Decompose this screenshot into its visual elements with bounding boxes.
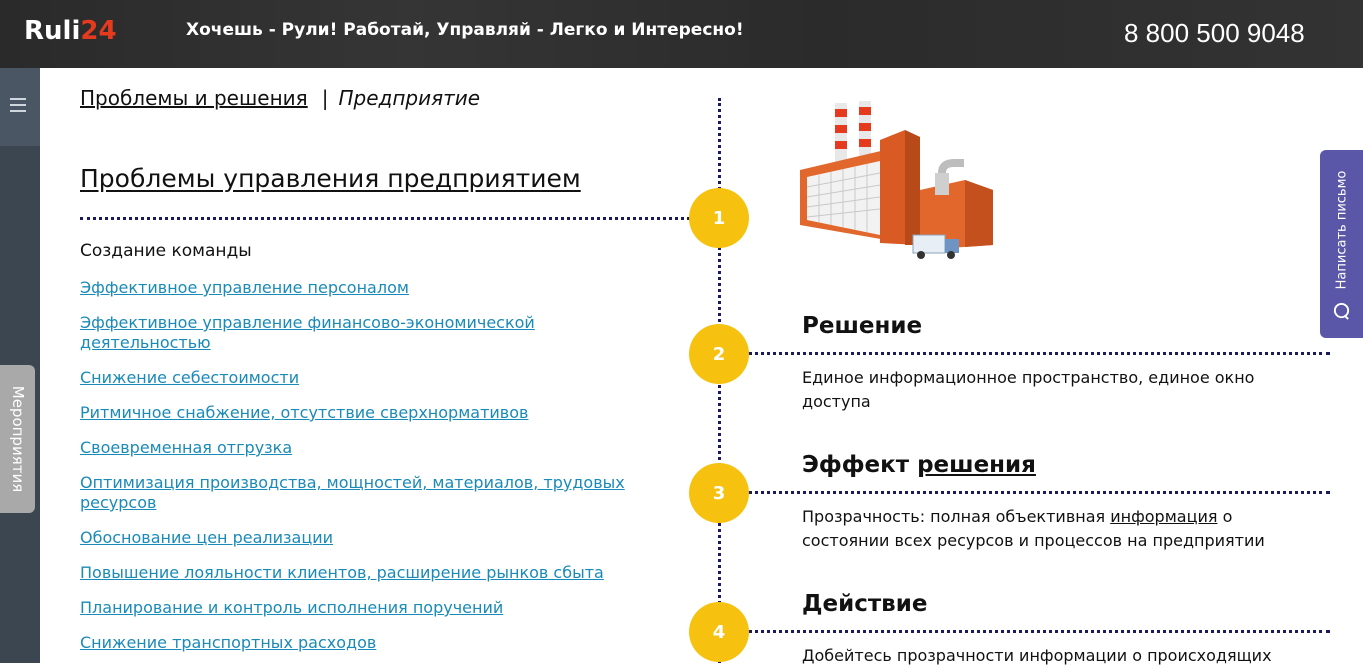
section-label: Создание команды (80, 241, 252, 261)
logo[interactable]: Ruli24 (24, 16, 117, 46)
events-tab-label: Мероприятия (8, 385, 27, 493)
effect-divider (748, 491, 1330, 494)
effect-text-part-2: о состоянии всех ресурсов и процессов на… (802, 507, 1265, 550)
step-circle-2: 2 (689, 324, 749, 384)
effect-title: Эффект решения (802, 452, 1036, 478)
problem-links-list: Эффективное управление персоналом Эффект… (80, 278, 680, 668)
effect-text-link[interactable]: информация (1110, 507, 1218, 526)
effect-text: Прозрачность: полная объективная информа… (802, 505, 1292, 553)
hamburger-icon[interactable] (10, 98, 26, 112)
problem-link[interactable]: Эффективное управление персоналом (80, 278, 409, 297)
page-title: Проблемы управления предприятием (80, 164, 581, 193)
action-text: Добейтесь прозрачности информации о прои… (802, 646, 1272, 665)
solution-title: Решение (802, 313, 923, 339)
write-letter-label: Написать письмо (1334, 170, 1349, 290)
problem-link[interactable]: Планирование и контроль исполнения поруч… (80, 598, 504, 617)
problem-link[interactable]: Ритмичное снабжение, отсутствие сверхнор… (80, 403, 529, 422)
logo-accent: 24 (80, 16, 117, 46)
problem-link[interactable]: Обоснование цен реализации (80, 528, 334, 547)
problem-link[interactable]: Повышение лояльности клиентов, расширени… (80, 563, 604, 582)
effect-text-part-1: Прозрачность: полная объективная (802, 507, 1111, 526)
problem-link[interactable]: Снижение себестоимости (80, 368, 300, 387)
menu-toggle[interactable] (0, 68, 40, 146)
breadcrumb-separator: | (321, 86, 329, 110)
title-divider (80, 217, 690, 220)
phone-number[interactable]: 8 800 500 9048 (1124, 18, 1305, 48)
problem-link[interactable]: Эффективное управление финансово-экономи… (80, 313, 535, 352)
factory-illustration (800, 101, 993, 259)
breadcrumb-current: Предприятие (338, 86, 481, 110)
effect-title-text: Эффект (802, 452, 918, 478)
logo-main: Ruli (24, 16, 81, 46)
write-letter-tab[interactable]: Написать письмо (1320, 150, 1363, 338)
chat-bubble-icon (1333, 302, 1350, 320)
step-circle-1: 1 (689, 188, 749, 248)
header-bar: Ruli24 Хочешь - Рули! Работай, Управляй … (0, 0, 1363, 68)
problem-link[interactable]: Снижение транспортных расходов (80, 633, 377, 652)
step-circle-3: 3 (689, 463, 749, 523)
problem-link[interactable]: Своевременная отгрузка (80, 438, 293, 457)
solution-divider (748, 352, 1330, 355)
solution-text: Единое информационное пространство, един… (802, 368, 1255, 411)
problem-link[interactable]: Оптимизация производства, мощностей, мат… (80, 473, 625, 512)
effect-title-link[interactable]: решения (917, 452, 1036, 478)
breadcrumb: Проблемы и решения | Предприятие (80, 86, 480, 110)
action-divider (748, 630, 1330, 633)
action-title: Действие (802, 591, 928, 617)
breadcrumb-parent-link[interactable]: Проблемы и решения (80, 86, 308, 110)
slogan: Хочешь - Рули! Работай, Управляй - Легко… (186, 20, 744, 40)
step-circle-4: 4 (689, 602, 749, 662)
events-tab[interactable]: Мероприятия (0, 365, 35, 513)
